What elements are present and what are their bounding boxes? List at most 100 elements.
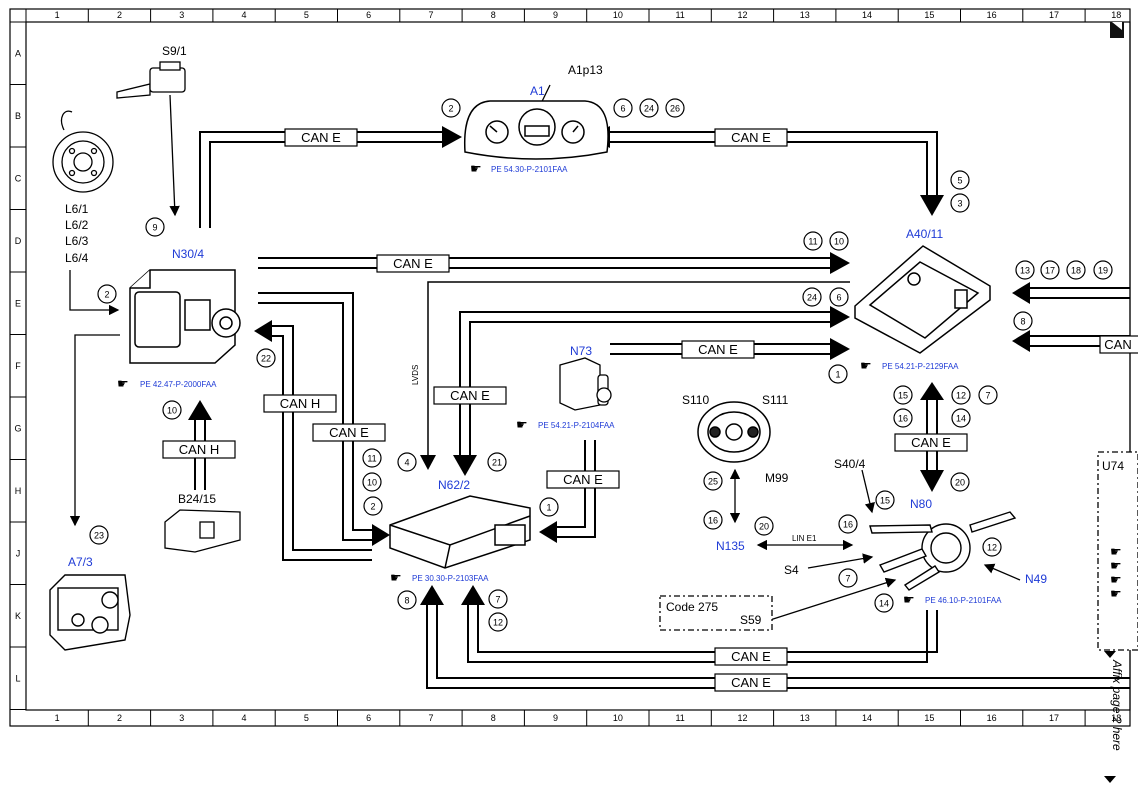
svg-text:11: 11 (367, 454, 376, 464)
callout-10: 10 (362, 472, 382, 492)
can-e-label: CAN E (894, 433, 968, 452)
svg-text:☛: ☛ (516, 417, 528, 432)
callout-1: 1 (539, 497, 559, 517)
can-e-label: CAN E (714, 647, 788, 666)
svg-text:19: 19 (1098, 266, 1108, 276)
can-e-label: CAN E (714, 673, 788, 692)
n30-4-esp-unit-drawing (129, 269, 241, 364)
svg-text:15: 15 (880, 496, 890, 506)
svg-text:26: 26 (670, 104, 680, 114)
callout-26: 26 (665, 98, 685, 118)
column-label-3: 3 (179, 713, 184, 723)
column-label-16: 16 (987, 10, 997, 20)
callout-7: 7 (838, 568, 858, 588)
callout-16: 16 (703, 510, 723, 530)
column-label-17: 17 (1049, 713, 1059, 723)
callout-18: 18 (1066, 260, 1086, 280)
svg-text:10: 10 (167, 406, 177, 416)
svg-text:16: 16 (708, 516, 718, 526)
callout-20: 20 (950, 472, 970, 492)
svg-text:3: 3 (957, 199, 962, 209)
callout-2: 2 (97, 284, 117, 304)
s40-4-label: S40/4 (834, 457, 866, 471)
u74-reference-icons: ☛ ☛ ☛ ☛ (1110, 544, 1122, 601)
reference-a1: ☛PE 54.30-P-2101FAA (470, 161, 568, 176)
a1-instrument-cluster-drawing (463, 100, 609, 160)
column-ticks (87, 9, 1086, 726)
column-label-12: 12 (737, 713, 747, 723)
s110-label: S110 (682, 393, 709, 407)
callout-2: 2 (441, 98, 461, 118)
callout-22: 22 (256, 348, 276, 368)
callout-numbers: 1122234566777889101010111112121213141415… (89, 98, 1113, 632)
lin-e1-label: LIN E1 (792, 534, 817, 543)
callout-6: 6 (829, 287, 849, 307)
row-label-D: D (15, 236, 22, 246)
u74-label: U74 (1102, 459, 1124, 473)
svg-text:Affix page 2 here: Affix page 2 here (1110, 659, 1124, 751)
svg-text:7: 7 (985, 391, 990, 401)
row-label-F: F (15, 361, 21, 371)
svg-text:8: 8 (1020, 317, 1025, 327)
can-e-label: CAN E (681, 340, 755, 359)
code-275-label: Code 275 (666, 600, 718, 614)
l6-3-label: L6/3 (65, 234, 89, 248)
can-labels: CAN E CAN E CAN E CAN E CAN E CAN E CAN … (162, 128, 1138, 692)
callout-9: 9 (145, 217, 165, 237)
svg-text:8: 8 (404, 596, 409, 606)
svg-text:23: 23 (94, 531, 104, 541)
column-label-13: 13 (800, 713, 810, 723)
svg-text:☛: ☛ (1110, 586, 1122, 601)
svg-text:2: 2 (448, 104, 453, 114)
can-h-label: CAN H (162, 440, 236, 459)
callout-12: 12 (951, 385, 971, 405)
callout-21: 21 (487, 452, 507, 472)
column-label-9: 9 (553, 713, 558, 723)
column-label-2: 2 (117, 10, 122, 20)
svg-text:☛: ☛ (470, 161, 482, 176)
svg-text:1: 1 (835, 370, 840, 380)
column-label-5: 5 (304, 713, 309, 723)
signal-wiring (69, 84, 1021, 621)
svg-text:5: 5 (957, 176, 962, 186)
n73-label: N73 (570, 344, 592, 358)
callout-25: 25 (703, 471, 723, 491)
column-label-12: 12 (737, 10, 747, 20)
svg-text:CAN E: CAN E (393, 256, 433, 271)
callout-16: 16 (893, 408, 913, 428)
reference-n62-2: ☛PE 30.30-P-2103FAA (390, 570, 489, 585)
l6-wheel-speed-sensor-drawing (52, 110, 114, 193)
callout-11: 11 (362, 448, 382, 468)
steering-wheel-drawing (697, 401, 771, 463)
row-label-G: G (14, 423, 21, 433)
svg-text:12: 12 (493, 618, 503, 628)
svg-text:20: 20 (955, 478, 965, 488)
callout-6: 6 (613, 98, 633, 118)
row-label-K: K (15, 611, 21, 621)
a7-3-hydraulic-unit-drawing (49, 574, 131, 651)
column-label-13: 13 (800, 10, 810, 20)
svg-text:22: 22 (261, 354, 271, 364)
svg-text:☛: ☛ (390, 570, 402, 585)
n62-2-parktronic-unit-drawing (389, 495, 531, 569)
can-e-label: CAN E (714, 128, 788, 147)
column-label-2: 2 (117, 713, 122, 723)
svg-text:6: 6 (620, 104, 625, 114)
can-e-label: CAN E (376, 254, 450, 273)
svg-text:10: 10 (834, 237, 844, 247)
svg-text:☛: ☛ (860, 358, 872, 373)
svg-text:9: 9 (152, 223, 157, 233)
lvds-label: LVDS (411, 365, 420, 385)
column-label-8: 8 (491, 10, 496, 20)
svg-text:☛: ☛ (903, 592, 915, 607)
svg-text:CAN H: CAN H (280, 396, 320, 411)
column-label-17: 17 (1049, 10, 1059, 20)
n80-label: N80 (910, 497, 932, 511)
n80-steering-column-module-drawing (869, 511, 1017, 591)
svg-text:CAN E: CAN E (911, 435, 951, 450)
callout-20: 20 (754, 516, 774, 536)
n62-2-label: N62/2 (438, 478, 470, 492)
svg-text:12: 12 (987, 543, 997, 553)
l6-2-label: L6/2 (65, 218, 89, 232)
